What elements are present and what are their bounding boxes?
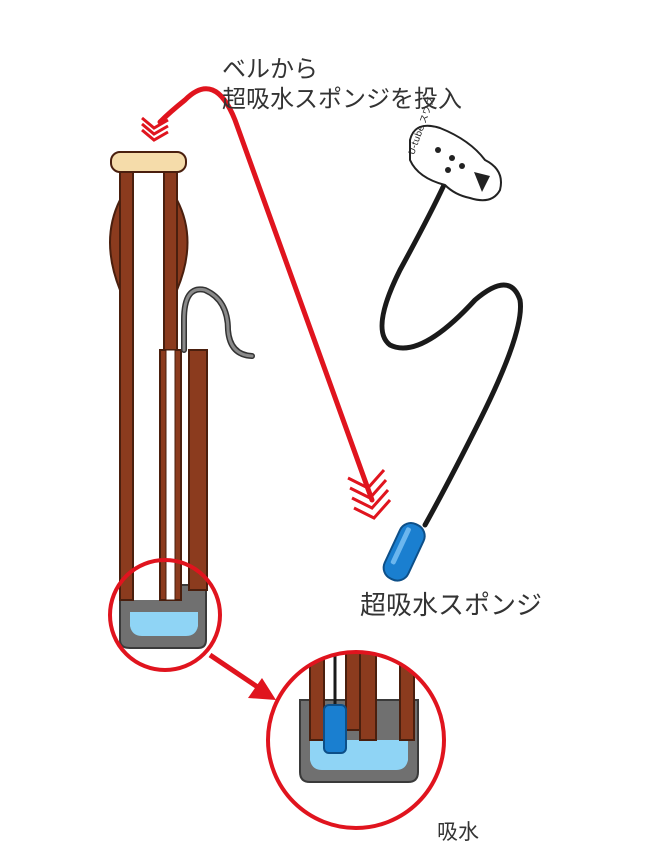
zoom-detail [268,652,444,828]
bore-inner [133,170,164,600]
bassoon-instrument [109,151,255,649]
bell-bulge-left [109,199,121,291]
sponge-label: 超吸水スポンジ [360,591,543,621]
brand-logo-icon [474,172,490,192]
bell-joint [119,169,134,601]
tenor-joint [188,349,208,591]
swab-tool: U-tube スワブ [379,96,523,582]
magnify-source-circle [108,558,222,672]
caption-line-1: ベルから [222,55,318,83]
insert-arrow [141,86,392,520]
arrowhead-chevrons [141,116,169,142]
swab-cord [379,182,523,528]
bell-cap [110,151,187,173]
super-absorbent-sponge [382,522,426,582]
absorb-label: 吸水 [437,820,479,844]
caption-line-2: 超吸水スポンジを投入 [222,85,462,113]
zoom-circle [266,650,446,830]
magnify-arrow [208,652,276,700]
bell-bulge-right [176,199,189,291]
water-in-boot [130,612,198,636]
arrow-fletching [347,469,392,520]
long-joint [163,169,178,351]
insert-from-bell-caption: ベルから 超吸水スポンジを投入 [222,54,462,114]
insert-arrow-line [157,86,375,503]
zoom-sponge [323,704,347,754]
